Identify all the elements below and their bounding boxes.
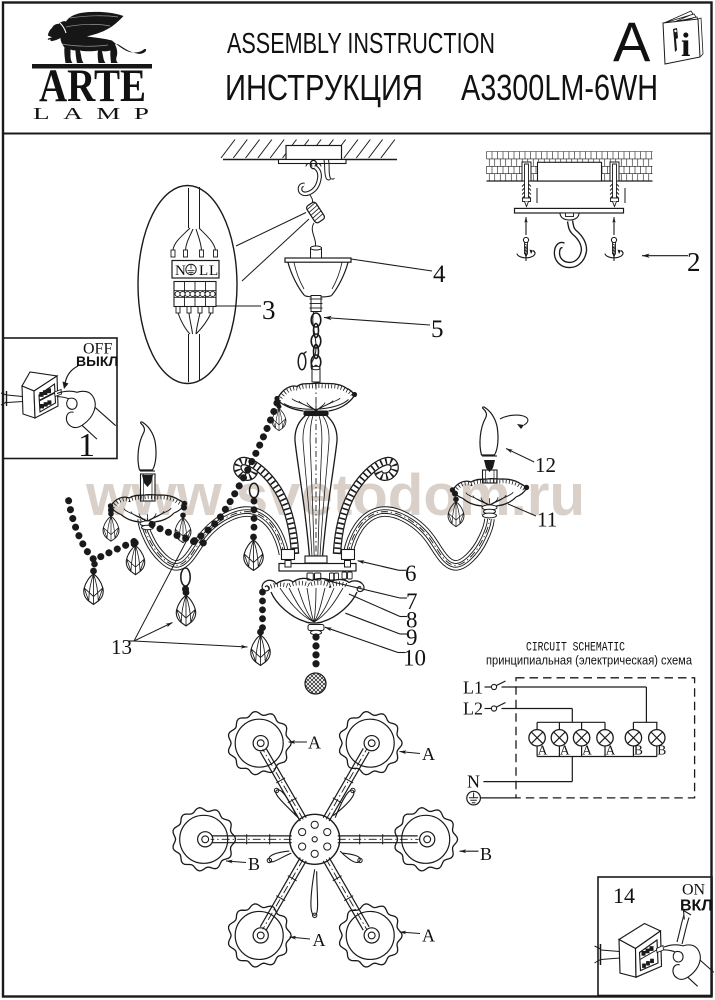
svg-text:6: 6 bbox=[405, 561, 417, 586]
svg-text:4: 4 bbox=[433, 261, 446, 288]
svg-text:1: 1 bbox=[78, 427, 95, 464]
svg-text:B: B bbox=[634, 743, 643, 758]
svg-text:B: B bbox=[657, 743, 666, 758]
svg-text:A: A bbox=[606, 743, 616, 758]
svg-text:L A M P: L A M P bbox=[33, 104, 149, 123]
svg-text:A: A bbox=[560, 743, 570, 758]
svg-text:ASSEMBLY INSTRUCTION: ASSEMBLY INSTRUCTION bbox=[227, 28, 495, 60]
svg-text:ARTE: ARTE bbox=[39, 60, 146, 112]
svg-text:L: L bbox=[199, 263, 208, 279]
svg-text:12: 12 bbox=[535, 453, 556, 477]
svg-text:13: 13 bbox=[111, 635, 132, 659]
svg-text:CIRCUIT SCHEMATIC: CIRCUIT SCHEMATIC bbox=[526, 640, 625, 655]
svg-text:i: i bbox=[681, 27, 690, 64]
svg-text:3: 3 bbox=[262, 295, 276, 325]
svg-text:ON: ON bbox=[682, 882, 706, 899]
svg-text:2: 2 bbox=[687, 247, 701, 277]
svg-text:11: 11 bbox=[537, 508, 557, 532]
svg-text:ВЫКЛ: ВЫКЛ bbox=[76, 353, 118, 369]
svg-text:8: 8 bbox=[406, 608, 418, 633]
svg-text:N: N bbox=[467, 772, 480, 792]
svg-text:A: A bbox=[538, 743, 548, 758]
svg-text:9: 9 bbox=[406, 625, 418, 650]
svg-text:L: L bbox=[209, 263, 218, 279]
svg-text:14: 14 bbox=[613, 883, 635, 908]
svg-text:A3300LM-6WH: A3300LM-6WH bbox=[461, 67, 658, 108]
svg-text:L1: L1 bbox=[463, 678, 483, 698]
svg-text:B: B bbox=[248, 854, 260, 874]
svg-text:ВКЛ: ВКЛ bbox=[680, 898, 713, 915]
svg-text:7: 7 bbox=[406, 589, 418, 614]
svg-text:A: A bbox=[308, 733, 321, 753]
svg-text:принципиальная (электрическая): принципиальная (электрическая) схема bbox=[486, 654, 692, 668]
svg-text:L2: L2 bbox=[463, 699, 483, 719]
svg-text:10: 10 bbox=[403, 646, 426, 671]
svg-text:A: A bbox=[422, 744, 435, 764]
svg-text:5: 5 bbox=[431, 316, 444, 343]
svg-text:A: A bbox=[422, 926, 435, 946]
svg-text:A: A bbox=[613, 10, 651, 73]
svg-text:N: N bbox=[175, 263, 186, 279]
svg-text:ИНСТРУКЦИЯ: ИНСТРУКЦИЯ bbox=[225, 67, 423, 108]
svg-text:B: B bbox=[480, 844, 492, 864]
svg-text:A: A bbox=[313, 930, 326, 950]
svg-text:A: A bbox=[582, 743, 592, 758]
svg-text:OFF: OFF bbox=[83, 341, 112, 358]
